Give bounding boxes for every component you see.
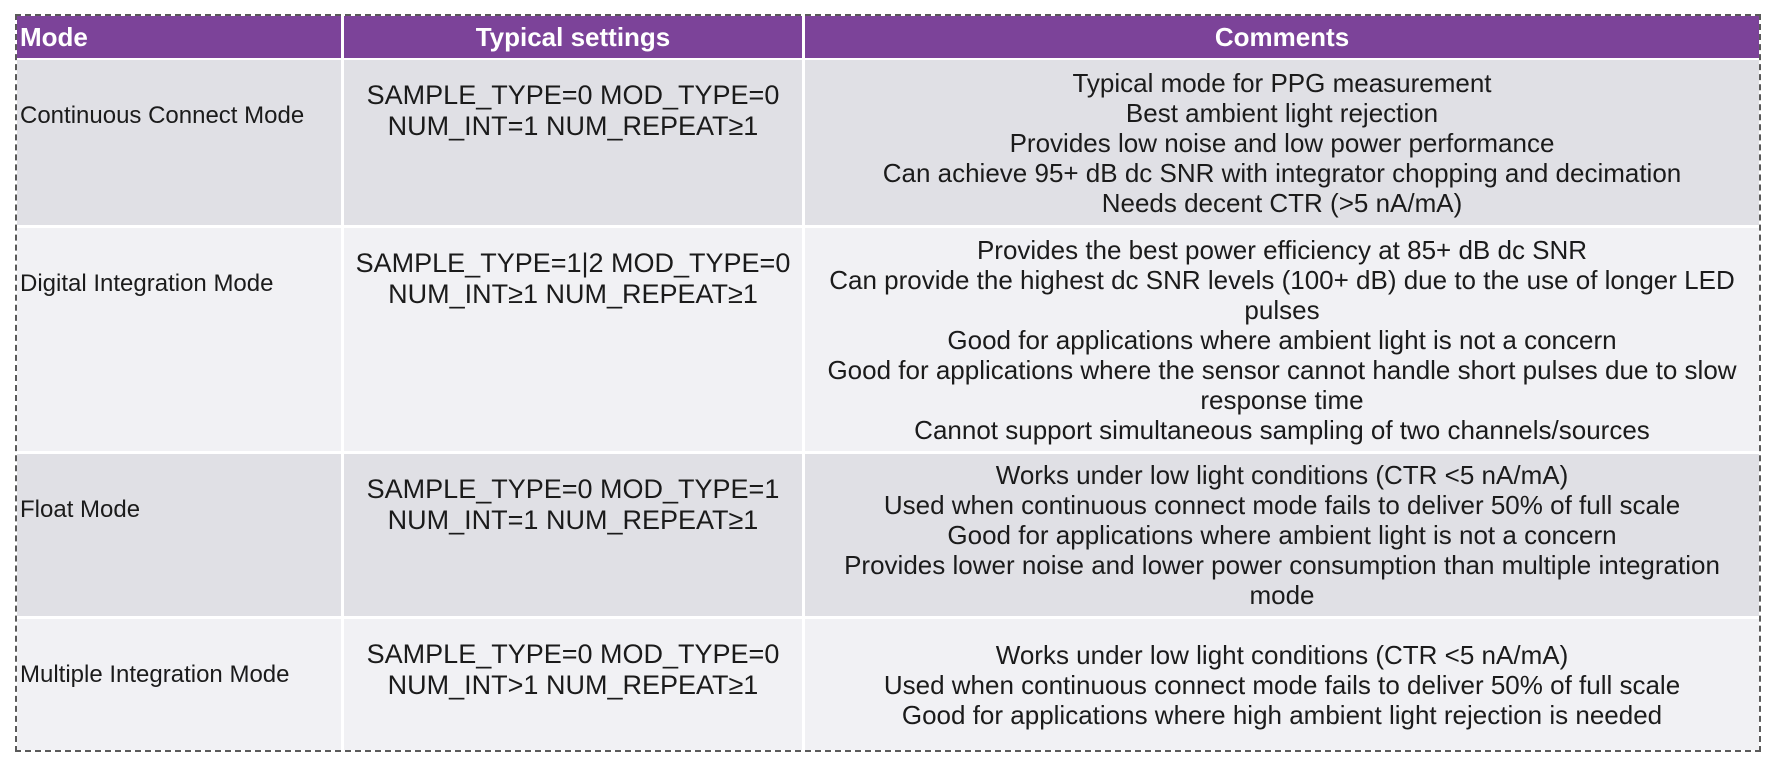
settings-line: SAMPLE_TYPE=1|2 MOD_TYPE=0	[355, 248, 791, 278]
settings-cell: SAMPLE_TYPE=0 MOD_TYPE=0 NUM_INT>1 NUM_R…	[344, 619, 805, 750]
table-row-multiple-integration-mode: Multiple Integration Mode SAMPLE_TYPE=0 …	[17, 619, 1759, 750]
comment-line: Needs decent CTR (>5 nA/mA)	[1101, 187, 1463, 218]
settings-cell: SAMPLE_TYPE=0 MOD_TYPE=0 NUM_INT=1 NUM_R…	[344, 60, 805, 228]
header-cell-mode: Mode	[17, 16, 344, 60]
comment-line: Good for applications where the sensor c…	[827, 354, 1737, 415]
comment-line: Provides lower noise and lower power con…	[844, 550, 1720, 610]
comment-line: Works under low light conditions (CTR <5…	[995, 639, 1569, 670]
settings-cell: SAMPLE_TYPE=1|2 MOD_TYPE=0 NUM_INT≥1 NUM…	[344, 228, 805, 454]
comment-line: Can achieve 95+ dB dc SNR with integrato…	[882, 157, 1682, 188]
comment-line: Good for applications where high ambient…	[901, 699, 1663, 730]
comment-line: Provides low noise and low power perform…	[1009, 127, 1555, 158]
table-row-continuous-connect-mode: Continuous Connect Mode SAMPLE_TYPE=0 MO…	[17, 60, 1759, 228]
comment-line: Good for applications where ambient ligh…	[947, 324, 1617, 355]
mode-cell: Continuous Connect Mode	[17, 60, 344, 228]
comments-cell: Provides the best power efficiency at 85…	[805, 228, 1759, 454]
header-cell-typical-settings: Typical settings	[344, 16, 805, 60]
comment-line: Can provide the highest dc SNR levels (1…	[829, 264, 1735, 325]
settings-line: SAMPLE_TYPE=0 MOD_TYPE=0	[366, 80, 780, 110]
settings-line: NUM_INT≥1 NUM_REPEAT≥1	[388, 279, 758, 309]
comment-line: Cannot support simultaneous sampling of …	[914, 414, 1650, 445]
table-header-row: Mode Typical settings Comments	[17, 16, 1759, 60]
comments-cell: Works under low light conditions (CTR <5…	[805, 454, 1759, 619]
settings-line: NUM_INT>1 NUM_REPEAT≥1	[387, 670, 759, 700]
settings-line: SAMPLE_TYPE=0 MOD_TYPE=0	[366, 639, 780, 669]
comments-cell: Typical mode for PPG measurement Best am…	[805, 60, 1759, 228]
header-cell-comments: Comments	[805, 16, 1759, 60]
comment-line: Provides the best power efficiency at 85…	[976, 234, 1588, 265]
settings-line: NUM_INT=1 NUM_REPEAT≥1	[387, 505, 759, 535]
mode-cell: Float Mode	[17, 454, 344, 619]
modes-table: Mode Typical settings Comments Continuou…	[15, 14, 1761, 752]
comment-line: Used when continuous connect mode fails …	[883, 490, 1681, 520]
comment-line: Used when continuous connect mode fails …	[883, 669, 1681, 700]
mode-cell: Multiple Integration Mode	[17, 619, 344, 750]
comment-line: Best ambient light rejection	[1125, 97, 1439, 128]
comments-cell: Works under low light conditions (CTR <5…	[805, 619, 1759, 750]
comment-line: Works under low light conditions (CTR <5…	[995, 460, 1569, 490]
table-row-digital-integration-mode: Digital Integration Mode SAMPLE_TYPE=1|2…	[17, 228, 1759, 454]
comment-line: Typical mode for PPG measurement	[1072, 67, 1492, 98]
comment-line: Good for applications where ambient ligh…	[947, 520, 1617, 550]
settings-line: SAMPLE_TYPE=0 MOD_TYPE=1	[366, 474, 780, 504]
table-row-float-mode: Float Mode SAMPLE_TYPE=0 MOD_TYPE=1 NUM_…	[17, 454, 1759, 619]
settings-cell: SAMPLE_TYPE=0 MOD_TYPE=1 NUM_INT=1 NUM_R…	[344, 454, 805, 619]
mode-cell: Digital Integration Mode	[17, 228, 344, 454]
settings-line: NUM_INT=1 NUM_REPEAT≥1	[387, 111, 759, 141]
